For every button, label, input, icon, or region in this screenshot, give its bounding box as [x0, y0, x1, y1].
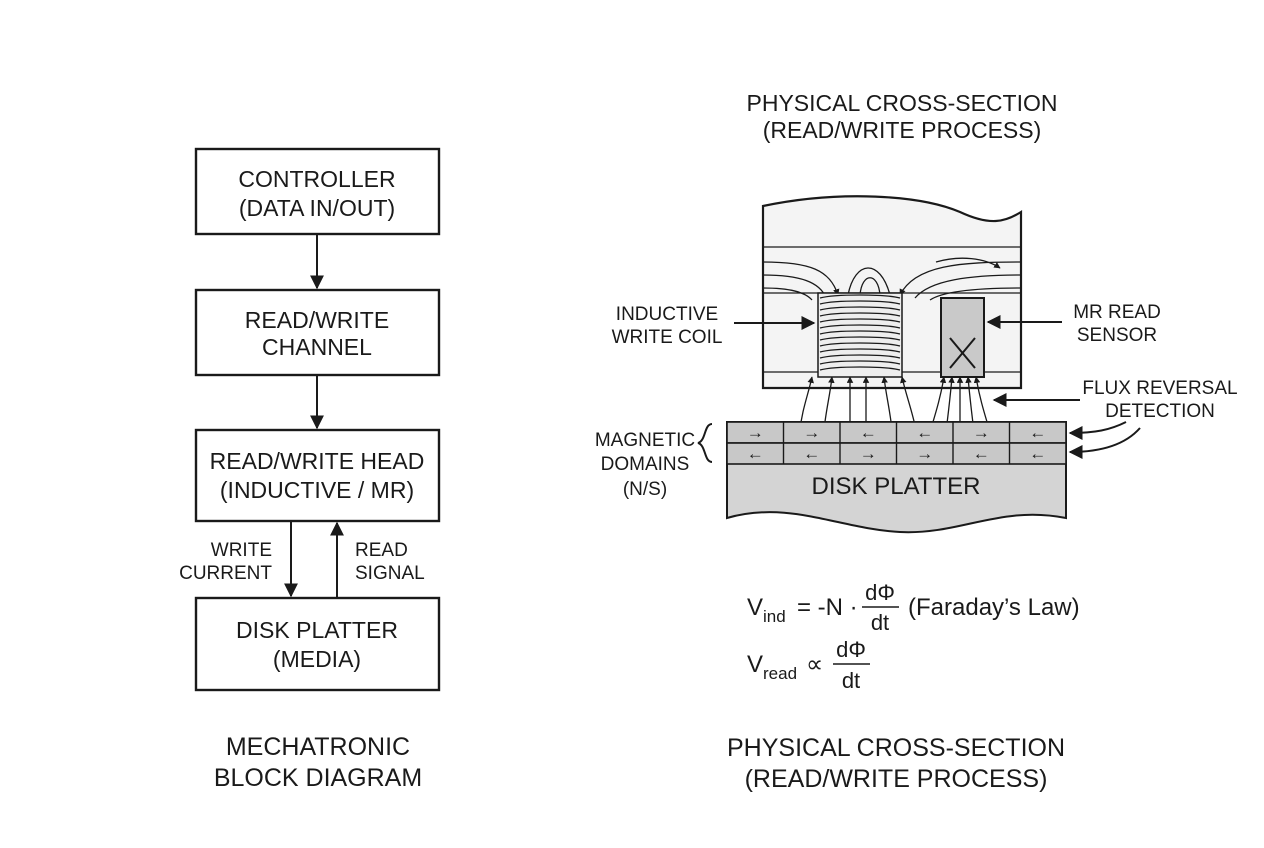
write-coil	[817, 292, 903, 378]
coil-label-line1: INDUCTIVE	[616, 304, 718, 325]
platter-label: DISK PLATTER	[812, 473, 981, 500]
eq1-rhs: = -N ·	[797, 594, 858, 621]
block-caption-line2: BLOCK DIAGRAM	[214, 764, 422, 792]
domain-arrow: ←	[860, 423, 877, 442]
eq1-den: dt	[871, 610, 889, 635]
cross-title-line2: (READ/WRITE PROCESS)	[763, 117, 1042, 143]
coil-turn	[819, 354, 901, 359]
domain-cells: → → ← ← → ← ← ← → → ← ←	[747, 422, 1046, 464]
channel-line2: CHANNEL	[262, 334, 372, 360]
coil-turn	[819, 366, 901, 371]
domain-arrow: →	[973, 423, 990, 442]
write-label-line2: CURRENT	[179, 563, 272, 584]
svg-text:Vind: Vind	[747, 594, 786, 626]
domains-brace	[697, 423, 713, 463]
domain-arrow: →	[803, 423, 820, 442]
platter-block: DISK PLATTER (MEDIA)	[194, 596, 441, 692]
cross-section: PHYSICAL CROSS-SECTION (READ/WRITE PROCE…	[595, 90, 1238, 793]
eq2-v: V	[747, 651, 763, 678]
domain-arrow: ←	[1029, 444, 1046, 463]
controller-line2: (DATA IN/OUT)	[239, 195, 395, 221]
coil-turn	[819, 336, 901, 341]
head-line1: READ/WRITE HEAD	[210, 448, 425, 474]
eq2-sub: read	[763, 664, 797, 683]
eq1-note: (Faraday’s Law)	[908, 594, 1080, 621]
channel-block: READ/WRITE CHANNEL	[194, 288, 441, 377]
sensor-label-line1: MR READ	[1073, 302, 1161, 323]
domain-arrow: ←	[916, 423, 933, 442]
domains-label-line2: DOMAINS	[601, 454, 690, 475]
domain-arrow: →	[860, 444, 877, 463]
flux-pointer-bottom-row	[1068, 427, 1141, 459]
head-block: READ/WRITE HEAD (INDUCTIVE / MR)	[194, 428, 441, 523]
block-caption-line1: MECHATRONIC	[226, 733, 410, 761]
platter-block-line2: (MEDIA)	[273, 646, 361, 672]
equation-faraday: Vind = -N · dΦ dt (Faraday’s Law)	[747, 580, 1080, 635]
coil-turn	[819, 312, 901, 317]
controller-line1: CONTROLLER	[238, 166, 395, 192]
domain-arrow: →	[747, 423, 764, 442]
equation-read: Vread ∝ dΦ dt	[747, 637, 870, 693]
domain-arrow: ←	[973, 444, 990, 463]
coil-turn	[819, 348, 901, 353]
cross-title-line1: PHYSICAL CROSS-SECTION	[747, 90, 1058, 116]
sensor-label-line2: SENSOR	[1077, 325, 1157, 346]
coil-label-line2: WRITE COIL	[612, 327, 723, 348]
flux-pointer-top-row	[1068, 421, 1127, 440]
flux-label-line1: FLUX REVERSAL	[1082, 378, 1237, 399]
channel-line1: READ/WRITE	[245, 307, 389, 333]
domain-arrow: ←	[747, 444, 764, 463]
head-line2: (INDUCTIVE / MR)	[220, 477, 414, 503]
domain-arrow: →	[916, 444, 933, 463]
read-label-line1: READ	[355, 540, 408, 561]
write-label-line1: WRITE	[211, 540, 272, 561]
cross-caption-line1: PHYSICAL CROSS-SECTION	[727, 734, 1065, 762]
mr-sensor	[940, 297, 985, 378]
block-diagram: CONTROLLER (DATA IN/OUT) READ/WRITE CHAN…	[179, 147, 441, 792]
coil-turn	[819, 318, 901, 323]
coil-turn	[819, 360, 901, 365]
domain-arrow: ←	[1029, 423, 1046, 442]
domains-label-line3: (N/S)	[623, 479, 667, 500]
eq2-num: dΦ	[836, 637, 866, 662]
coil-turn	[819, 300, 901, 305]
svg-text:Vread: Vread	[747, 651, 797, 683]
eq1-sub: ind	[763, 607, 786, 626]
eq1-num: dΦ	[865, 580, 895, 605]
controller-block: CONTROLLER (DATA IN/OUT)	[194, 147, 441, 236]
coil-turn	[819, 294, 901, 299]
platter-block-line1: DISK PLATTER	[236, 617, 398, 643]
eq2-rhs: ∝	[806, 651, 823, 678]
coil-turn	[819, 342, 901, 347]
coil-turn	[819, 330, 901, 335]
flux-label-line2: DETECTION	[1105, 401, 1215, 422]
domains-label-line1: MAGNETIC	[595, 430, 695, 451]
eq1-v: V	[747, 594, 763, 621]
coil-turn	[819, 306, 901, 311]
coil-turn	[819, 324, 901, 329]
read-label-line2: SIGNAL	[355, 563, 425, 584]
domain-arrow: ←	[803, 444, 820, 463]
cross-caption-line2: (READ/WRITE PROCESS)	[745, 765, 1048, 793]
eq2-den: dt	[842, 668, 860, 693]
